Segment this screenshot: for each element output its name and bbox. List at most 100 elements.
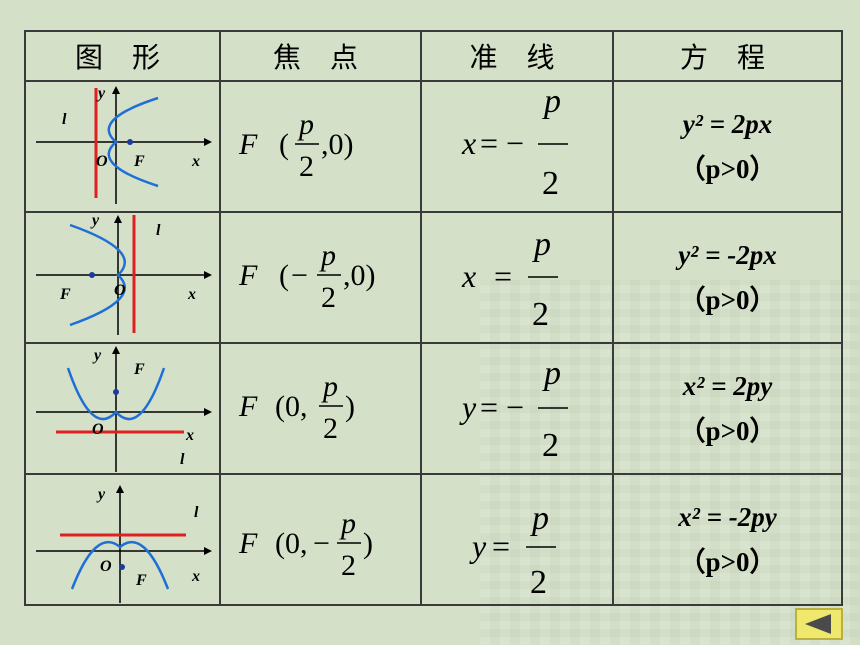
header-equation: 方 程 <box>612 30 843 82</box>
back-button[interactable] <box>795 608 843 640</box>
focus-sign: − <box>291 259 308 292</box>
equation: y² = -2px （p>0） <box>614 241 841 314</box>
focus-open: ( <box>279 259 289 292</box>
l-label: l <box>62 111 67 128</box>
header-row: 图 形 焦 点 准 线 方 程 <box>24 30 843 82</box>
equation-cell: x² = 2py （p>0） <box>612 342 843 475</box>
y-label: y <box>96 486 106 503</box>
equation-text: x² = -2py <box>678 501 777 532</box>
focus-den: 2 <box>321 281 336 314</box>
dir-den: 2 <box>532 296 549 333</box>
x-axis-arrow <box>204 138 212 146</box>
focus-rest: ) <box>345 390 355 423</box>
parabola-graph-left: y l F O x <box>36 213 212 335</box>
focus-num: p <box>319 239 336 272</box>
focus-label: F <box>59 286 71 303</box>
parabola-curve <box>107 96 159 188</box>
directrix-formula: y = − p 2 <box>459 355 568 464</box>
dir-den: 2 <box>542 427 559 464</box>
graph-cell: y l F O x <box>24 211 221 344</box>
l-label: l <box>180 451 185 468</box>
focus-formula: F (0, p 2 ) <box>238 370 355 445</box>
equation-condition: （p>0） <box>678 415 777 446</box>
parabola-table: 图 形 焦 点 准 线 方 程 y l O F x F <box>24 30 843 606</box>
focus-num: p <box>321 370 338 403</box>
x-axis-arrow <box>204 271 212 279</box>
y-label: y <box>90 213 100 229</box>
focus-point <box>89 272 95 278</box>
focus-cell: F (0, − p 2 ) <box>219 473 422 606</box>
dir-eq: = <box>492 528 510 564</box>
equation-text: x² = 2py <box>682 370 773 401</box>
x-axis-arrow <box>204 547 212 555</box>
l-label: l <box>194 504 199 521</box>
y-label: y <box>92 347 102 364</box>
directrix-cell: y = − p 2 <box>420 342 614 475</box>
parabola-curve <box>69 223 126 327</box>
dir-lhs: y <box>459 389 477 425</box>
focus-open: (0, <box>275 527 308 560</box>
table-row: y F O x l F (0, p 2 ) y = − p <box>24 342 843 475</box>
origin-label: O <box>114 282 126 299</box>
parabola-graph-right: y l O F x <box>36 85 212 204</box>
focus-formula: F ( p 2 ,0) <box>238 108 354 183</box>
x-axis-arrow <box>204 408 212 416</box>
dir-lhs: x <box>461 258 476 294</box>
equation-cell: x² = -2py （p>0） <box>612 473 843 606</box>
dir-num: p <box>542 83 561 120</box>
focus-den: 2 <box>341 549 356 582</box>
parabola-curve <box>66 367 166 421</box>
y-axis-arrow <box>116 485 124 493</box>
dir-sign: − <box>506 389 524 425</box>
focus-label: F <box>133 361 145 378</box>
directrix-formula: y = p 2 <box>469 500 556 601</box>
directrix-cell: x = − p 2 <box>420 80 614 213</box>
focus-F: F <box>238 259 258 292</box>
equation-text: y² = 2px <box>682 108 773 139</box>
focus-label: F <box>135 572 147 589</box>
dir-eq: = <box>480 389 498 425</box>
header-focus: 焦 点 <box>219 30 422 82</box>
parabola-curve <box>70 541 170 590</box>
focus-open: ( <box>279 128 289 161</box>
x-label: x <box>187 286 196 303</box>
focus-cell: F ( − p 2 ,0) <box>219 211 422 344</box>
dir-sign: − <box>506 125 524 161</box>
origin-label: O <box>92 421 104 438</box>
focus-rest: ,0) <box>321 128 354 161</box>
focus-point <box>119 564 125 570</box>
l-label: l <box>156 222 161 239</box>
focus-rest: ) <box>363 527 373 560</box>
directrix-formula: x = − p 2 <box>461 83 568 202</box>
focus-point <box>113 389 119 395</box>
parabola-graph-down: y l O F x <box>36 485 212 603</box>
header-directrix: 准 线 <box>420 30 614 82</box>
equation: x² = -2py （p>0） <box>614 501 841 576</box>
focus-F: F <box>238 527 258 560</box>
y-axis-arrow <box>112 86 120 94</box>
table-row: y l F O x F ( − p 2 ,0) x = p <box>24 211 843 344</box>
origin-label: O <box>96 153 108 170</box>
table-row: y l O F x F ( p 2 ,0) x = − p <box>24 80 843 213</box>
directrix-cell: x = p 2 <box>420 211 614 344</box>
header-graph: 图 形 <box>24 30 221 82</box>
dir-eq: = <box>494 258 512 294</box>
focus-F: F <box>238 390 258 423</box>
graph-cell: y F O x l <box>24 342 221 475</box>
directrix-formula: x = p 2 <box>461 226 558 333</box>
y-label: y <box>96 85 106 102</box>
equation: y² = 2px （p>0） <box>614 108 841 184</box>
focus-F: F <box>238 128 258 161</box>
focus-label: F <box>133 153 145 170</box>
x-label: x <box>185 427 194 444</box>
focus-formula: F ( − p 2 ,0) <box>238 239 376 314</box>
dir-den: 2 <box>542 165 559 202</box>
back-arrow-icon <box>805 614 831 634</box>
equation-condition: （p>0） <box>678 153 777 184</box>
x-label: x <box>191 568 200 585</box>
directrix-cell: y = p 2 <box>420 473 614 606</box>
parabola-graph-up: y F O x l <box>36 346 212 472</box>
equation-cell: y² = 2px （p>0） <box>612 80 843 213</box>
focus-point <box>127 139 133 145</box>
equation-cell: y² = -2px （p>0） <box>612 211 843 344</box>
